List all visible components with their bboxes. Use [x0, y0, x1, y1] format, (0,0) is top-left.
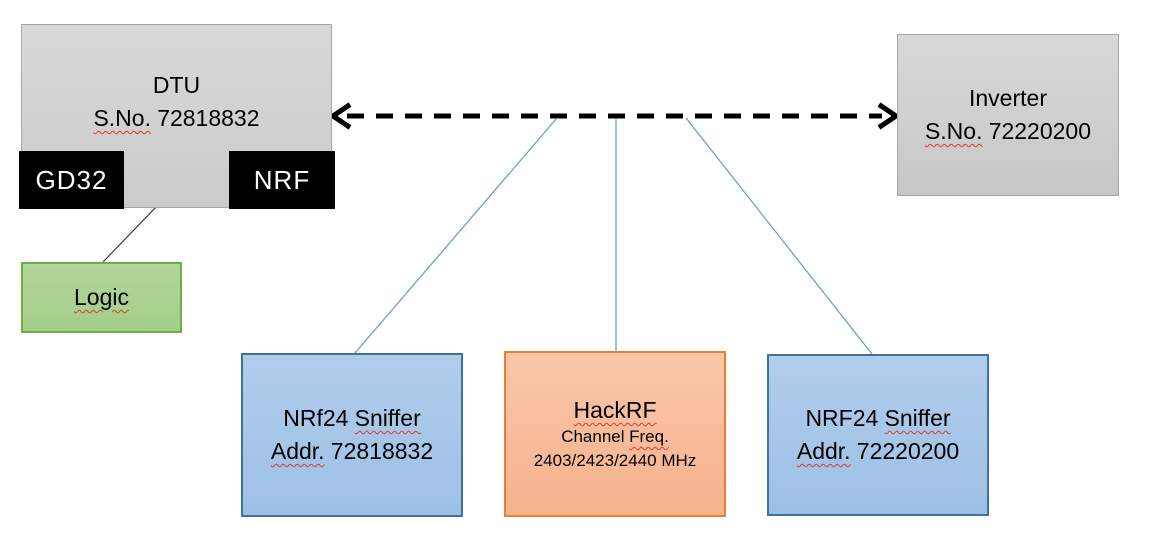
dtu-title: DTU	[152, 72, 201, 98]
logic-box: Logic	[21, 262, 182, 333]
sniffer-left-addr-line: Addr.72818832	[270, 438, 434, 464]
dtu-serial-line: S.No.72818832	[93, 102, 259, 135]
hackrf-title: HackRF	[573, 397, 657, 423]
nrf-chip-box: NRF	[229, 151, 335, 209]
inverter-title: Inverter	[969, 85, 1047, 111]
sniffer-right-addr-line: Addr.72220200	[796, 438, 960, 464]
dtu-serial-label: S.No.	[93, 105, 151, 131]
inverter-serial-line: S.No.72220200	[925, 115, 1091, 148]
dtu-serial-number: 72818832	[157, 105, 260, 131]
nrf-label: NRF	[253, 164, 311, 195]
inverter-box: Inverter S.No.72220200	[897, 34, 1119, 196]
gd32-chip-box: GD32	[19, 151, 124, 209]
arrowhead-right-icon	[877, 102, 901, 130]
logic-label: Logic	[74, 284, 129, 310]
gd32-label: GD32	[35, 164, 108, 195]
sniffer-left-tap-line-connector	[354, 117, 558, 354]
hackrf-frequencies: 2403/2423/2440 MHz	[533, 451, 697, 470]
arrowhead-left-icon	[328, 102, 352, 130]
dtu-inverter-dashed-arrow-connector	[328, 102, 901, 130]
inverter-serial-number: 72220200	[988, 118, 1092, 144]
sniffer-right-tap-line-connector	[685, 117, 873, 355]
inverter-serial-label: S.No.	[924, 118, 983, 144]
